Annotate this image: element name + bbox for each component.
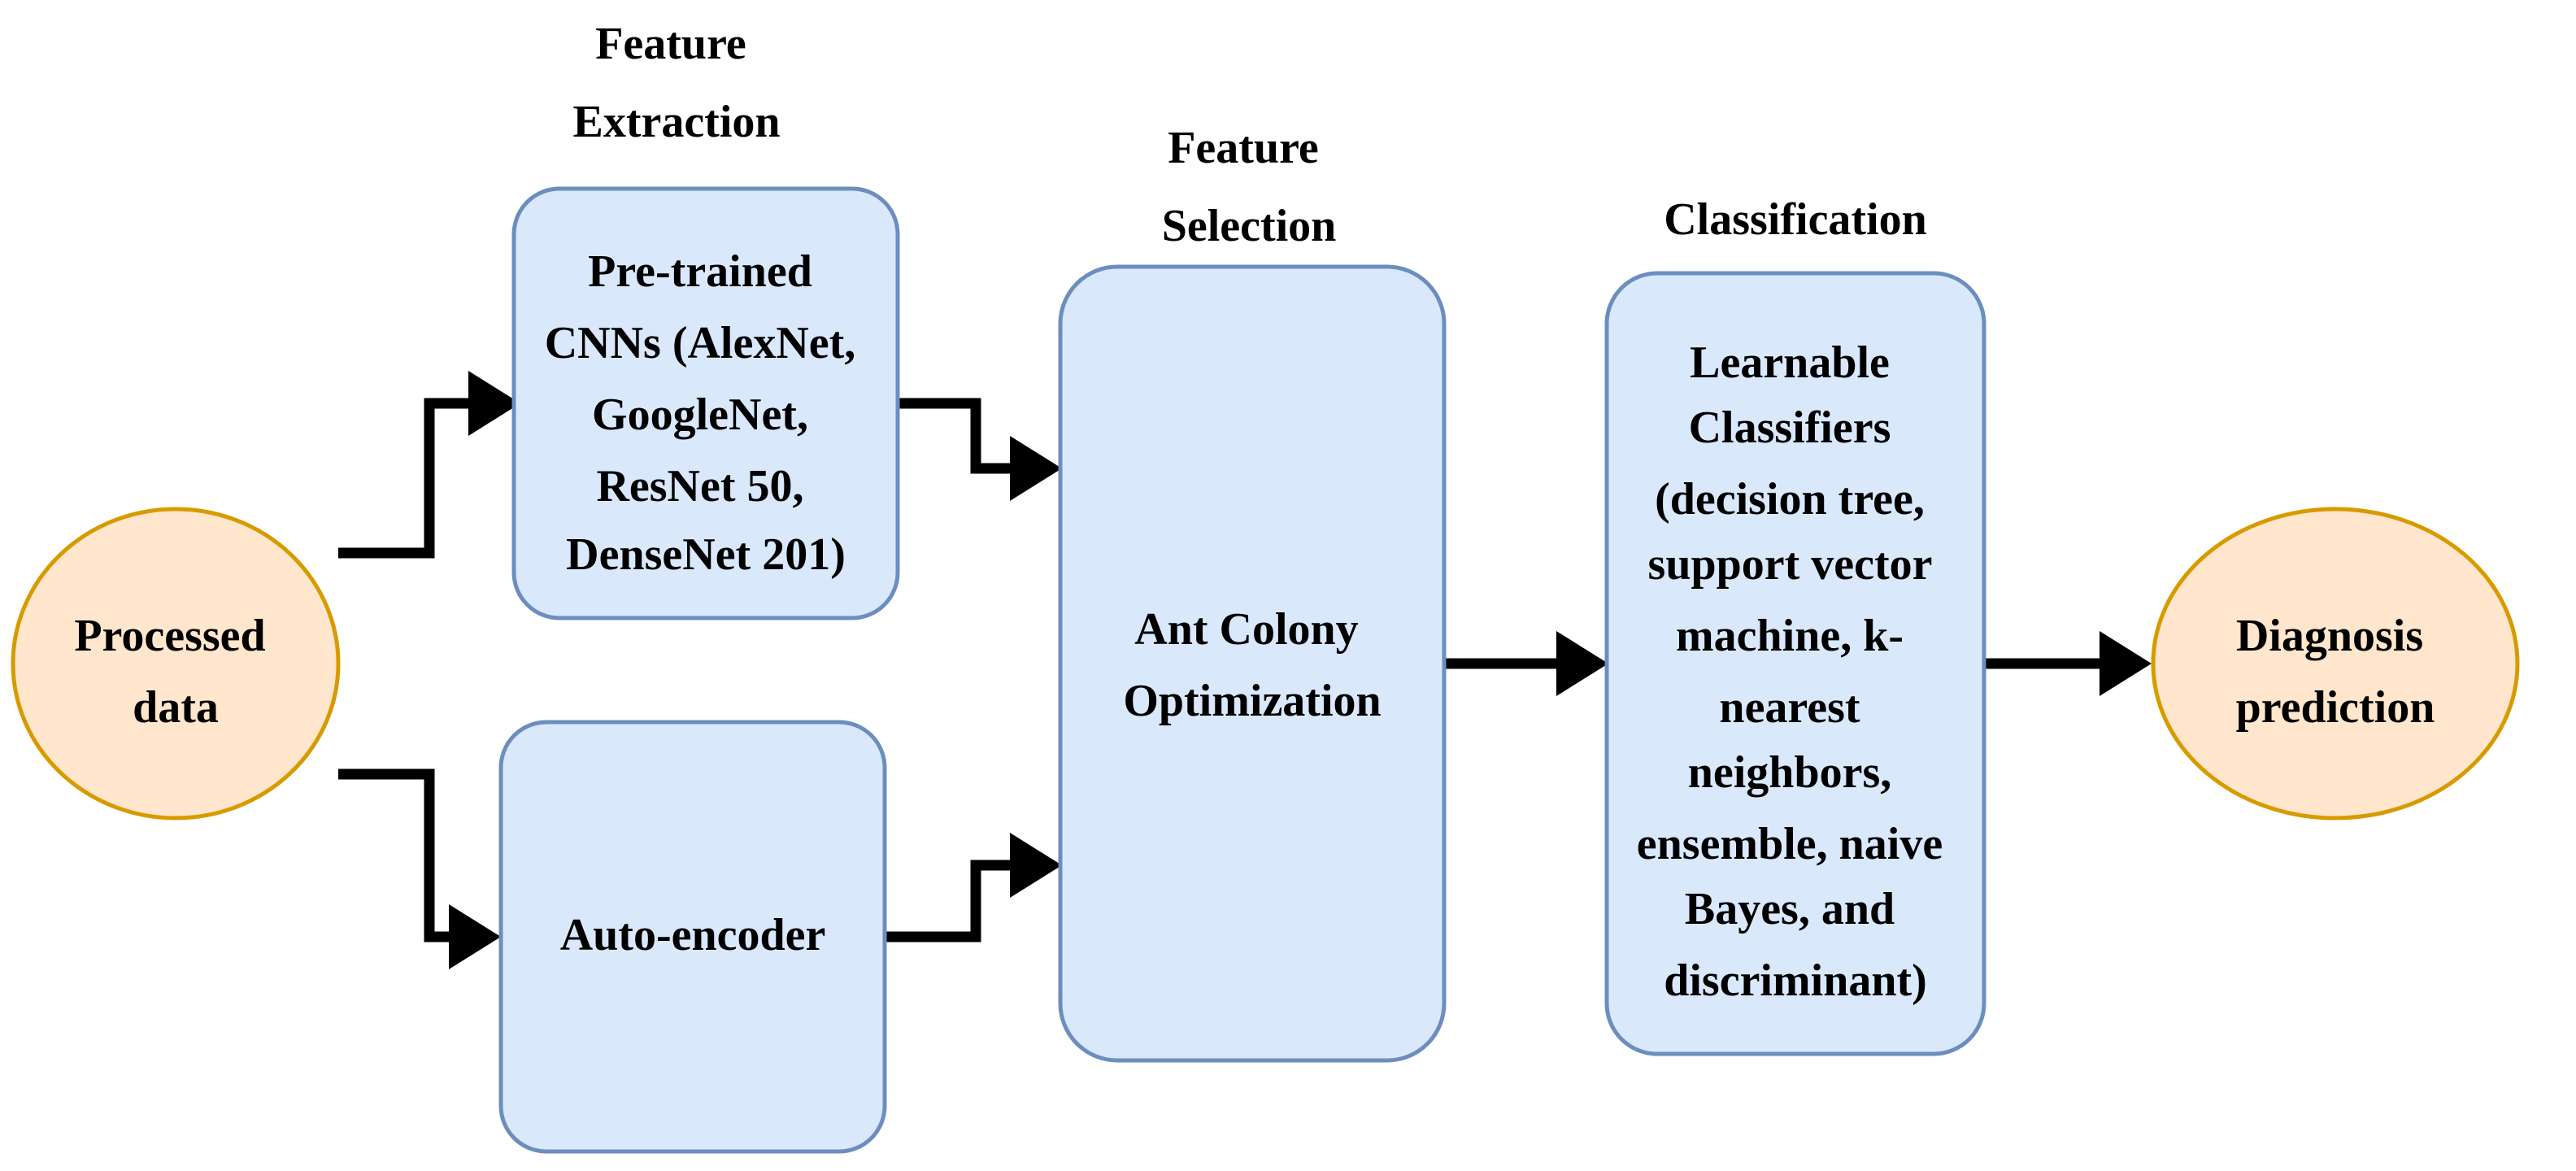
arrow-cnns-to-aco [898, 398, 1021, 474]
processed-data-label: Processed data [74, 611, 276, 733]
node-pretrained-cnns: Pre-trained CNNs (AlexNet, GoogleNet, Re… [511, 186, 900, 620]
arrow-data-to-cnns [338, 398, 480, 559]
classifiers-label: Learnable Classifiers (decision tree, su… [1637, 337, 1954, 1006]
arrow-head-autoencoder [449, 904, 501, 969]
arrow-data-to-autoencoder [338, 768, 460, 942]
auto-encoder-label: Auto-encoder [560, 910, 826, 960]
diagnosis-label: Diagnosis prediction [2236, 611, 2435, 733]
arrow-head-diagnosis [2100, 631, 2152, 696]
node-auto-encoder: Auto-encoder [498, 720, 887, 1154]
node-classifiers: Learnable Classifiers (decision tree, su… [1604, 271, 1986, 1056]
pretrained-cnns-box [511, 186, 900, 620]
node-processed-data: Processed data [11, 507, 341, 821]
diagnosis-oval [2151, 507, 2520, 821]
node-diagnosis: Diagnosis prediction [2151, 507, 2520, 821]
auto-encoder-box [498, 720, 887, 1154]
processed-data-oval [11, 507, 341, 821]
connectors [338, 371, 2152, 969]
ant-colony-box [1058, 264, 1447, 1063]
arrow-head-classifiers [1556, 631, 1608, 696]
arrow-head-aco-lower [1010, 833, 1062, 898]
classifiers-box [1604, 271, 1986, 1056]
ant-colony-label: Ant Colony Optimization [1123, 604, 1381, 726]
arrow-head-cnns [468, 371, 520, 436]
stage-classification: Classification [1664, 194, 1927, 245]
pretrained-cnns-label: Pre-trained CNNs (AlexNet, GoogleNet, Re… [545, 246, 868, 580]
stage-feature-selection: Feature Selection [1162, 123, 1337, 251]
stage-feature-extraction: Feature Extraction [572, 19, 780, 147]
node-ant-colony: Ant Colony Optimization [1058, 264, 1447, 1063]
arrow-autoencoder-to-aco [885, 860, 1021, 942]
arrow-head-aco-upper [1010, 436, 1062, 501]
